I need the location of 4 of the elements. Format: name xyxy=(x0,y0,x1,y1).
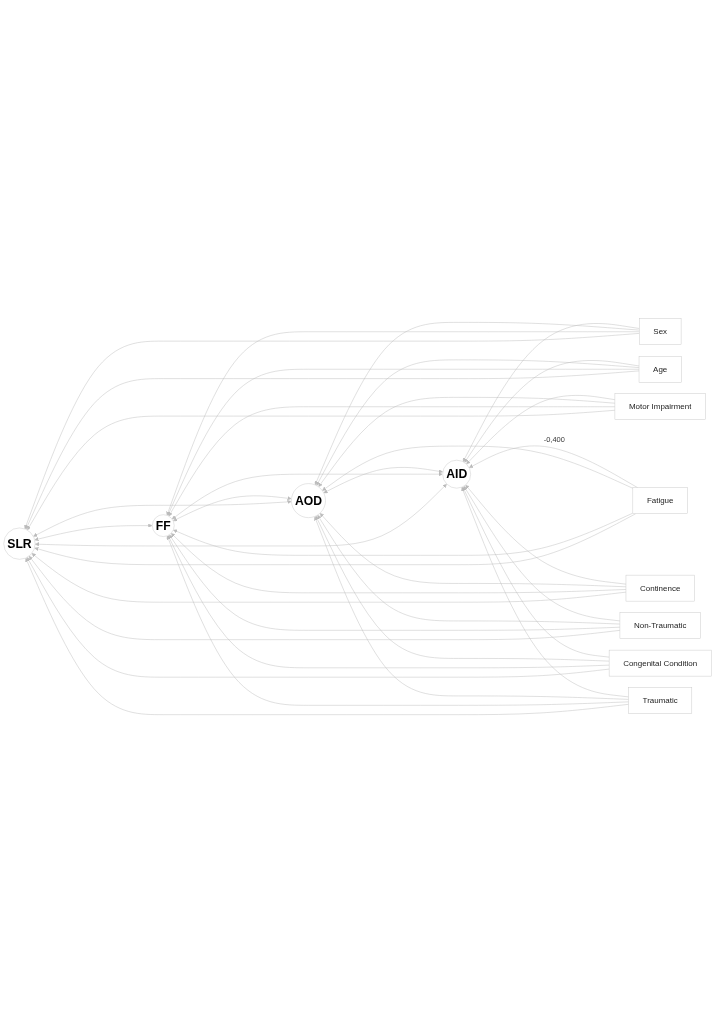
node-circle: SLR xyxy=(3,528,36,560)
node-circle: AID xyxy=(442,460,471,489)
node-circle: AOD xyxy=(291,483,326,519)
node-circle: FF xyxy=(152,514,175,538)
